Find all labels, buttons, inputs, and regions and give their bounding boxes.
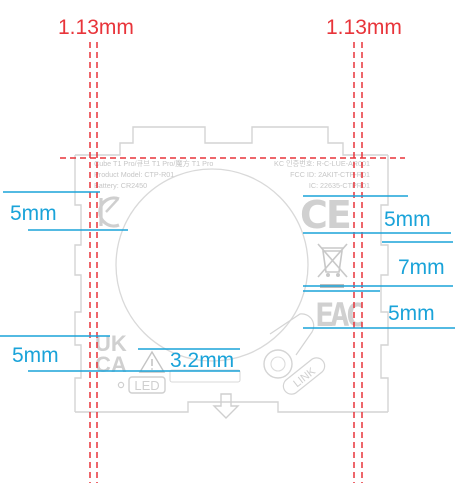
weee-bin-icon [317, 243, 348, 278]
dim-eac-height: 5mm [388, 302, 435, 325]
led-indicator: LED [117, 376, 166, 394]
center-circle [115, 168, 309, 362]
ukca-mark-ca: CA [95, 352, 127, 377]
ukca-mark-uk: UK [95, 331, 127, 356]
dim-kc-height: 5mm [10, 202, 57, 225]
dim-ukca-height: 5mm [12, 344, 59, 367]
warning-triangle-icon [138, 350, 166, 373]
label-line2-left: Product Model: CTP-R01 [94, 170, 174, 179]
led-label: LED [134, 378, 159, 393]
red-guides [60, 42, 405, 483]
label-line1-right: KC 인증번호: R-C-LUE-AR001 [274, 159, 370, 168]
ce-mark-icon: CE [300, 193, 350, 237]
dim-warning-height: 3.2mm [170, 349, 234, 372]
dim-ce-height: 5mm [384, 208, 431, 231]
kc-mark-icon [98, 196, 120, 228]
blue-guides [0, 191, 455, 372]
label-line2-right: FCC ID: 2AKIT-CTP-R01 [290, 170, 370, 179]
dim-weee-height: 7mm [398, 256, 445, 279]
down-arrow-icon [212, 393, 240, 419]
label-line3-left: Battery: CR2450 [94, 181, 147, 190]
battery-slot [169, 369, 241, 383]
dim-left-offset: 1.13mm [58, 16, 134, 39]
dim-right-offset: 1.13mm [326, 16, 402, 39]
device-body [74, 126, 389, 413]
label-line1-left: Cube T1 Pro/큐브 T1 Pro/魔方 T1 Pro [94, 159, 213, 168]
label-line3-right: IC: 22635-CTPR01 [309, 181, 370, 190]
